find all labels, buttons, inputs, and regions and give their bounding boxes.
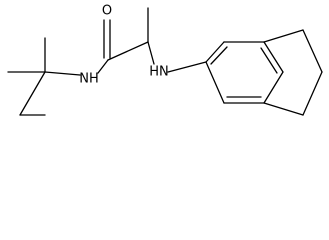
ring-bond-6 bbox=[205, 61, 225, 104]
structure-diagram: O NH HN bbox=[7, 4, 323, 116]
bond-alpha-to-hn bbox=[147, 41, 155, 65]
pentane-bond-4 bbox=[263, 102, 304, 116]
bond-quaternary-to-ch2 bbox=[19, 71, 46, 116]
tert-pentyl-group bbox=[7, 37, 81, 116]
atom-labels: O NH HN bbox=[79, 4, 169, 87]
amide-group bbox=[97, 7, 155, 74]
pentane-bond-2 bbox=[302, 29, 323, 73]
bond-carbonyl-to-alpha bbox=[107, 41, 149, 61]
bond-quaternary-to-nh bbox=[44, 71, 81, 76]
benzene-ring bbox=[205, 41, 284, 104]
bond-hn-to-ring bbox=[167, 61, 207, 73]
ring-bond-1-inner bbox=[210, 46, 228, 65]
ring-bond-3 bbox=[263, 41, 284, 73]
pentane-bond-3 bbox=[302, 71, 323, 116]
ring-bond-3-inner bbox=[260, 47, 278, 74]
bond-nh-to-carbonyl bbox=[97, 59, 109, 74]
ring-bond-1 bbox=[205, 41, 225, 63]
amide-nh-label: NH bbox=[79, 72, 99, 87]
ring-bond-4 bbox=[263, 71, 284, 104]
pentane-bond-1 bbox=[263, 29, 304, 43]
amine-link bbox=[167, 61, 207, 73]
cyclopentane-ring bbox=[263, 29, 323, 116]
oxygen-label: O bbox=[102, 4, 112, 19]
amine-hn-label: HN bbox=[149, 65, 169, 80]
